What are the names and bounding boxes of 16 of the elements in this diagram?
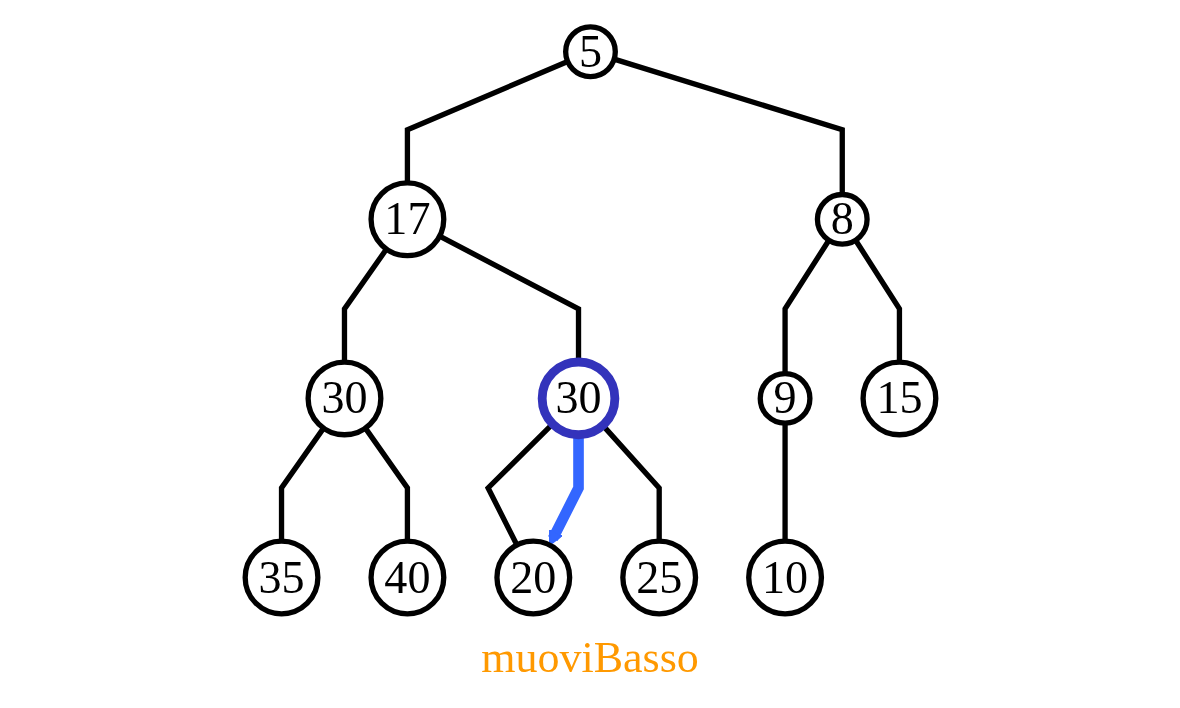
caption-text: muoviBasso	[481, 632, 699, 684]
connector	[362, 426, 410, 541]
node-circle: 30	[537, 357, 619, 439]
node-circle: 25	[619, 537, 698, 616]
node-circle: 40	[367, 537, 446, 616]
node-circle: 8	[814, 191, 870, 247]
node-circle: 9	[757, 370, 813, 426]
node-circle: 30	[304, 358, 383, 437]
connector	[278, 426, 326, 541]
node-circle: 15	[859, 358, 938, 437]
node-circle: 20	[493, 537, 572, 616]
node-circle: 35	[242, 537, 321, 616]
connector	[852, 238, 902, 362]
node-circle: 17	[367, 179, 446, 258]
node-circle: 10	[745, 537, 824, 616]
node-circle: 5	[562, 23, 618, 79]
